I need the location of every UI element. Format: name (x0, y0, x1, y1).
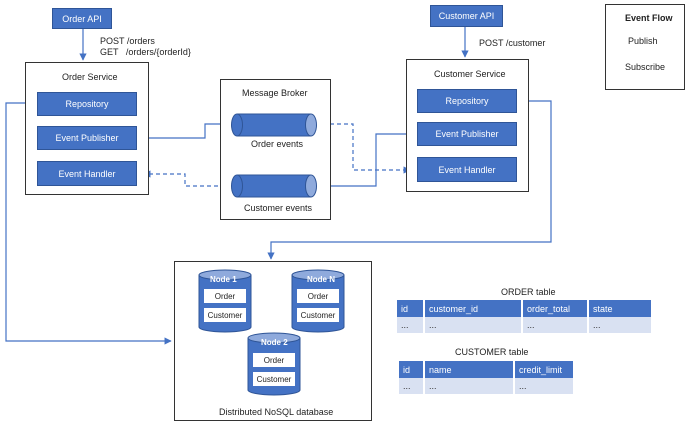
node-1-order: Order (204, 289, 246, 303)
order-events-label: Order events (251, 139, 304, 149)
order-api-box: Order API (52, 8, 112, 29)
customer-api-box: Customer API (430, 5, 503, 27)
customer-event-publisher: Event Publisher (417, 122, 517, 146)
event-flow-legend: Event Flow Publish Subscribe (605, 4, 685, 90)
customer-table-header: id name credit_limit (399, 361, 573, 378)
order-service-title: Order Service (62, 72, 118, 82)
table-cell: ... (523, 317, 587, 333)
order-repository-label: Repository (65, 99, 109, 109)
column-header: state (589, 300, 651, 317)
table-cell: ... (397, 317, 423, 333)
customer-events-label: Customer events (244, 203, 313, 213)
order-repository: Repository (37, 92, 137, 116)
message-broker-title: Message Broker (242, 88, 308, 98)
order-events-queue-icon (231, 113, 317, 137)
db-node-n: Node N Order Customer (291, 269, 345, 333)
table-cell: ... (515, 378, 573, 394)
customer-event-publisher-label: Event Publisher (435, 129, 499, 139)
db-node-1: Node 1 Order Customer (198, 269, 252, 333)
table-cell: ... (399, 378, 423, 394)
node-n-customer: Customer (297, 308, 339, 322)
message-broker: Message Broker Order events Customer eve… (220, 79, 331, 220)
customer-event-handler: Event Handler (417, 157, 517, 182)
database-title: Distributed NoSQL database (219, 407, 334, 417)
customer-api-label: Customer API (438, 11, 495, 21)
publish-customer-events (320, 133, 416, 190)
order-table-header: id customer_id order_total state (397, 300, 651, 317)
publish-order-events (137, 120, 232, 139)
column-header: order_total (523, 300, 587, 317)
table-cell: ... (425, 378, 513, 394)
legend-subscribe-label: Subscribe (625, 62, 666, 72)
node-1-label: Node 1 (210, 275, 237, 284)
customer-table: id name credit_limit ... ... ... (397, 361, 575, 394)
table-row: ... ... ... ... (397, 317, 651, 333)
legend-publish-label: Publish (628, 36, 658, 46)
column-header: name (425, 361, 513, 378)
customer-table-title: CUSTOMER table (455, 347, 529, 357)
order-api-label: Order API (62, 13, 102, 24)
customer-events-queue-icon (231, 174, 317, 198)
column-header: id (397, 300, 423, 317)
customer-event-handler-label: Event Handler (438, 164, 496, 175)
table-cell: ... (425, 317, 521, 333)
column-header: id (399, 361, 423, 378)
node-n-label: Node N (307, 275, 335, 284)
order-api-routes: POST /orders GET /orders/{orderId} (100, 36, 191, 57)
customer-api-route: POST /customer (479, 38, 546, 48)
subscribe-order-events (316, 123, 411, 174)
customer-repo-db-link (267, 100, 552, 260)
node-2-customer: Customer (253, 372, 295, 386)
node-2-order: Order (253, 353, 295, 367)
db-node-2: Node 2 Order Customer (247, 332, 301, 396)
order-event-publisher: Event Publisher (37, 126, 137, 150)
node-2-label: Node 2 (261, 338, 288, 347)
column-header: customer_id (425, 300, 521, 317)
order-event-handler: Event Handler (37, 161, 137, 186)
column-header: credit_limit (515, 361, 573, 378)
node-1-customer: Customer (204, 308, 246, 322)
subscribe-customer-events (143, 170, 232, 187)
table-cell: ... (589, 317, 651, 333)
order-repo-db-link (5, 102, 172, 345)
table-row: ... ... ... (399, 378, 573, 394)
order-event-publisher-label: Event Publisher (55, 133, 119, 143)
node-n-order: Order (297, 289, 339, 303)
customer-service-title: Customer Service (434, 69, 506, 79)
order-table-title: ORDER table (501, 287, 556, 297)
order-table: id customer_id order_total state ... ...… (395, 300, 653, 333)
customer-repository: Repository (417, 89, 517, 113)
customer-repository-label: Repository (445, 96, 489, 106)
order-event-handler-label: Event Handler (58, 168, 116, 179)
legend-title: Event Flow (625, 13, 673, 23)
